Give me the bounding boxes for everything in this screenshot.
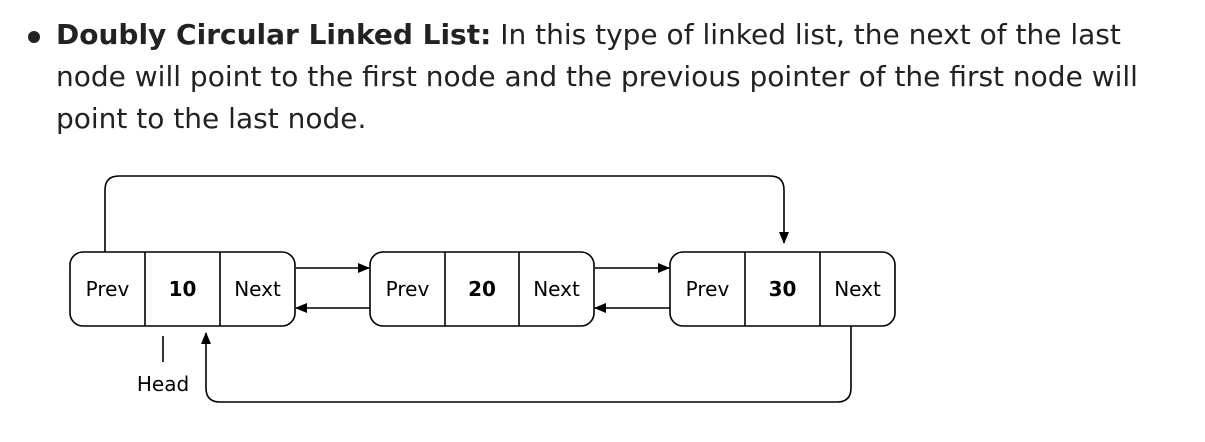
- node-3-value: 30: [769, 277, 797, 301]
- node-2-prev-label: Prev: [386, 277, 430, 301]
- node-3-next-label: Next: [834, 277, 881, 301]
- node-3-box: [669, 251, 896, 327]
- node-1-prev-label: Prev: [86, 277, 130, 301]
- paragraph-text: Doubly Circular Linked List: In this typ…: [56, 14, 1190, 140]
- head-label: Head: [137, 372, 189, 396]
- bullet-paragraph: Doubly Circular Linked List: In this typ…: [20, 14, 1190, 140]
- node-1-box: [69, 251, 296, 327]
- term-description: In this type of linked list, the next of…: [56, 18, 1138, 135]
- arrow-last-next-to-first: [201, 326, 852, 403]
- node-1: Prev 10 Next: [69, 251, 296, 327]
- node-1-next-label: Next: [234, 277, 281, 301]
- node-2: Prev 20 Next: [369, 251, 595, 327]
- node-2-box: [369, 251, 595, 327]
- node-2-next-label: Next: [533, 277, 580, 301]
- bullet-dot-icon: [28, 31, 40, 43]
- node-3: Prev 30 Next: [669, 251, 896, 327]
- term-heading: Doubly Circular Linked List:: [56, 18, 492, 51]
- node-2-value: 20: [468, 277, 496, 301]
- node-1-value: 10: [169, 277, 197, 301]
- node-3-prev-label: Prev: [686, 277, 730, 301]
- arrow-first-prev-to-last: [104, 175, 789, 252]
